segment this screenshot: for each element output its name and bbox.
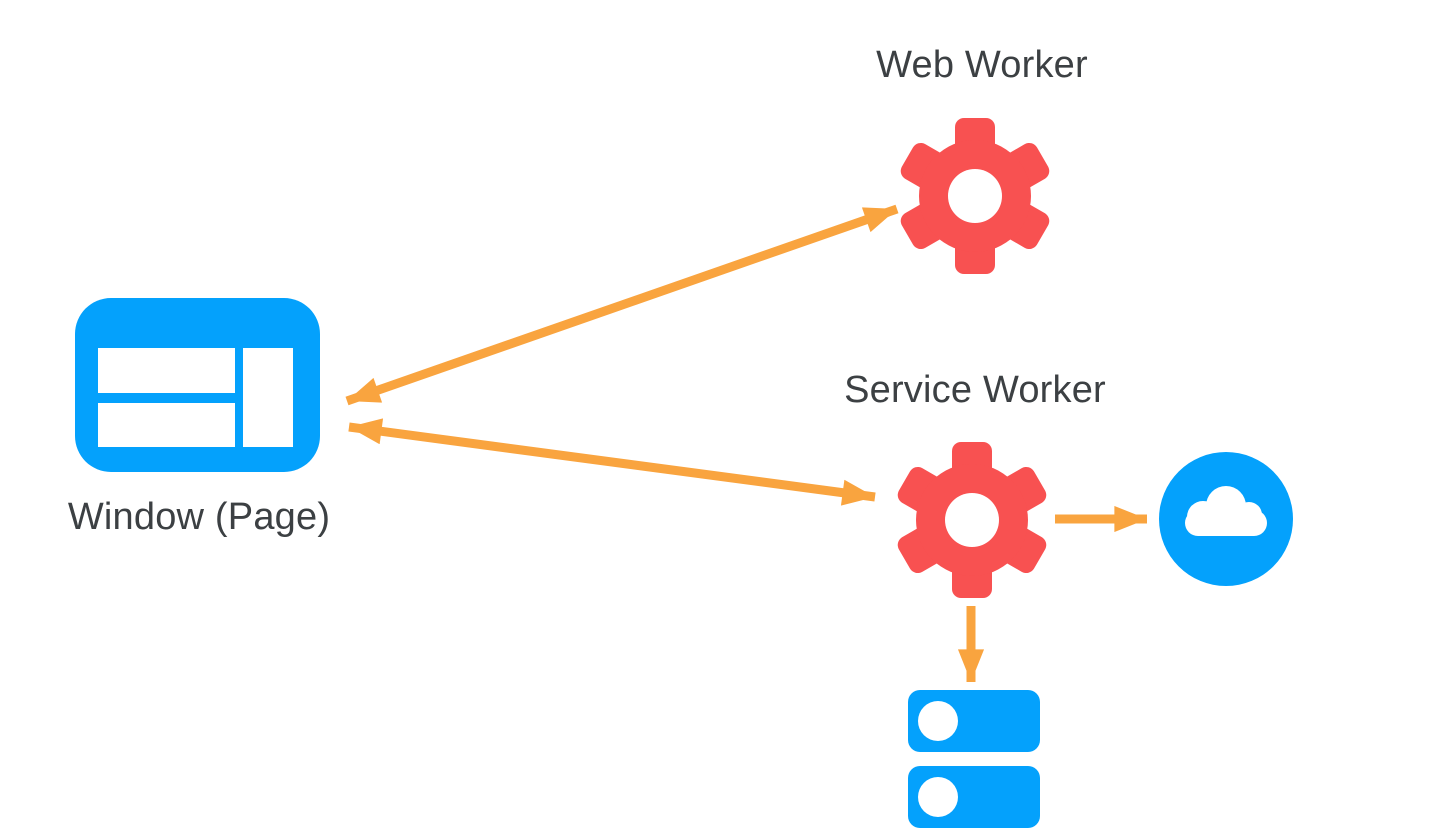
edges [345,204,1147,682]
web-worker-label: Web Worker [876,44,1088,86]
service-worker-label: Service Worker [844,369,1106,411]
edge-window-service-worker-arrow [348,418,876,506]
cloud-icon [1159,452,1293,586]
browser-window-icon [75,298,320,472]
service-worker-gear-icon [897,442,1047,598]
edge-window-web-worker-arrow [345,204,899,406]
window-page-label: Window (Page) [67,496,331,538]
web-worker-gear-icon [900,118,1050,274]
database-icon [908,690,1040,828]
